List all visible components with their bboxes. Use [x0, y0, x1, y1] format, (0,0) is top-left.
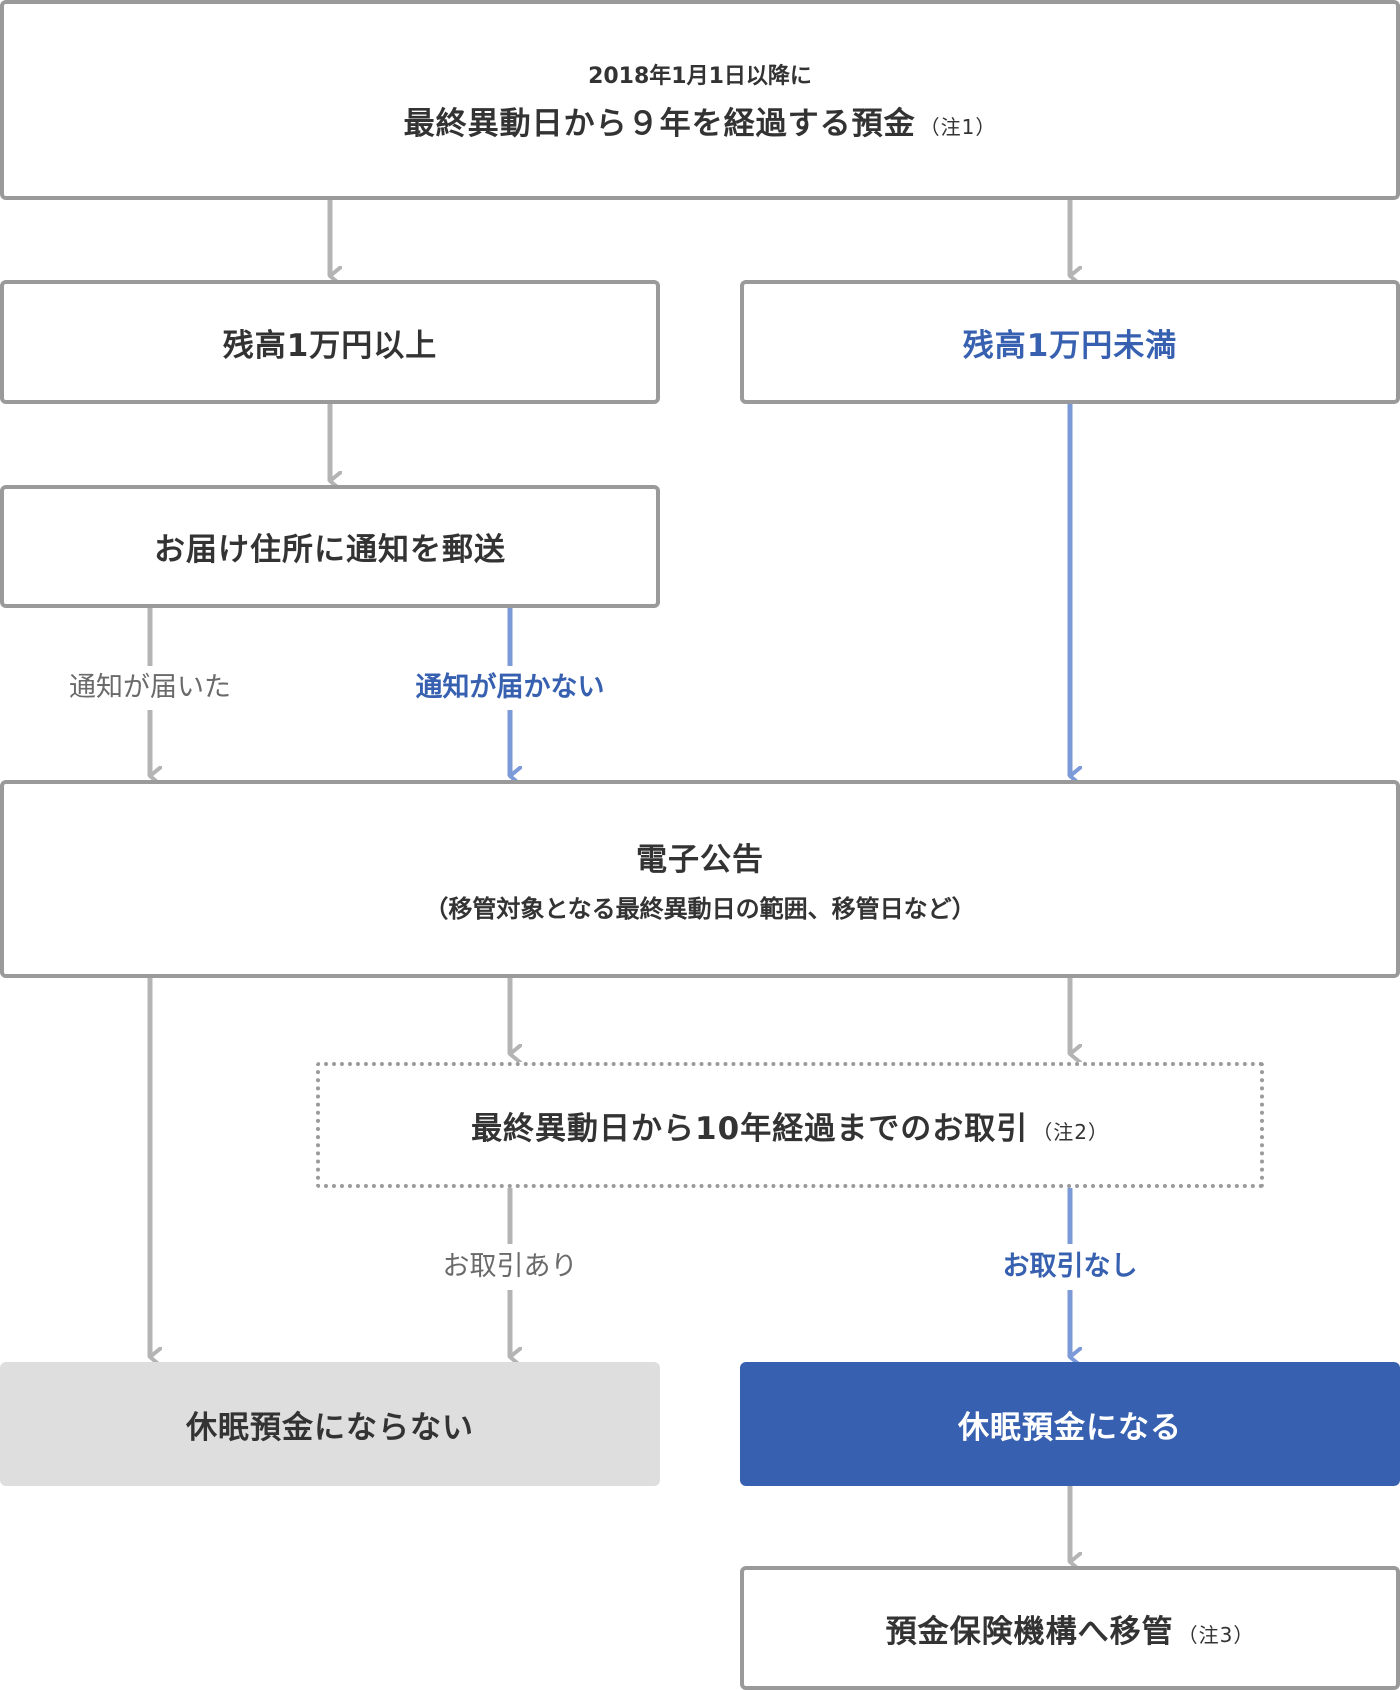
note-1: （注1）	[919, 114, 997, 139]
not-dormant-box: 休眠預金にならない	[0, 1362, 660, 1486]
dormant-label: 休眠預金になる	[958, 1409, 1182, 1446]
top-condition-date: 2018年1月1日以降に	[588, 63, 812, 89]
transfer-title: 預金保険機構へ移管（注3）	[886, 1606, 1255, 1651]
balance-over-label: 残高1万円以上	[222, 327, 438, 364]
note-3: （注3）	[1177, 1622, 1255, 1647]
mail-notice-label: お届け住所に通知を郵送	[154, 532, 506, 568]
transfer-text: 預金保険機構へ移管	[885, 1613, 1174, 1650]
balance-under-label: 残高1万円未満	[962, 327, 1178, 364]
mail-notice-box: お届け住所に通知を郵送	[0, 485, 660, 608]
top-condition-title: 最終異動日から９年を経過する預金（注1）	[404, 98, 997, 143]
not-dormant-label: 休眠預金にならない	[186, 1409, 474, 1446]
transaction-box: 最終異動日から10年経過までのお取引（注2）	[316, 1062, 1264, 1188]
top-condition-box: 2018年1月1日以降に 最終異動日から９年を経過する預金（注1）	[0, 0, 1400, 200]
edge-label-no-transaction: お取引なし	[996, 1249, 1144, 1285]
e-notice-subtitle: （移管対象となる最終異動日の範囲、移管日など）	[424, 895, 976, 923]
edge-label-notice-arrived: 通知が届いた	[63, 670, 237, 706]
edge-label-notice-not-arrived: 通知が届かない	[409, 670, 611, 706]
e-notice-box: 電子公告 （移管対象となる最終異動日の範囲、移管日など）	[0, 780, 1400, 978]
top-condition-text: 最終異動日から９年を経過する預金	[403, 105, 916, 142]
balance-over-box: 残高1万円以上	[0, 280, 660, 404]
transaction-title: 最終異動日から10年経過までのお取引（注2）	[471, 1103, 1109, 1148]
e-notice-title: 電子公告	[636, 842, 764, 878]
transfer-box: 預金保険機構へ移管（注3）	[740, 1566, 1400, 1690]
transaction-text: 最終異動日から10年経過までのお取引	[471, 1110, 1029, 1147]
edge-label-has-transaction: お取引あり	[436, 1249, 584, 1285]
dormant-box: 休眠預金になる	[740, 1362, 1400, 1486]
balance-under-box: 残高1万円未満	[740, 280, 1400, 404]
note-2: （注2）	[1032, 1119, 1109, 1144]
